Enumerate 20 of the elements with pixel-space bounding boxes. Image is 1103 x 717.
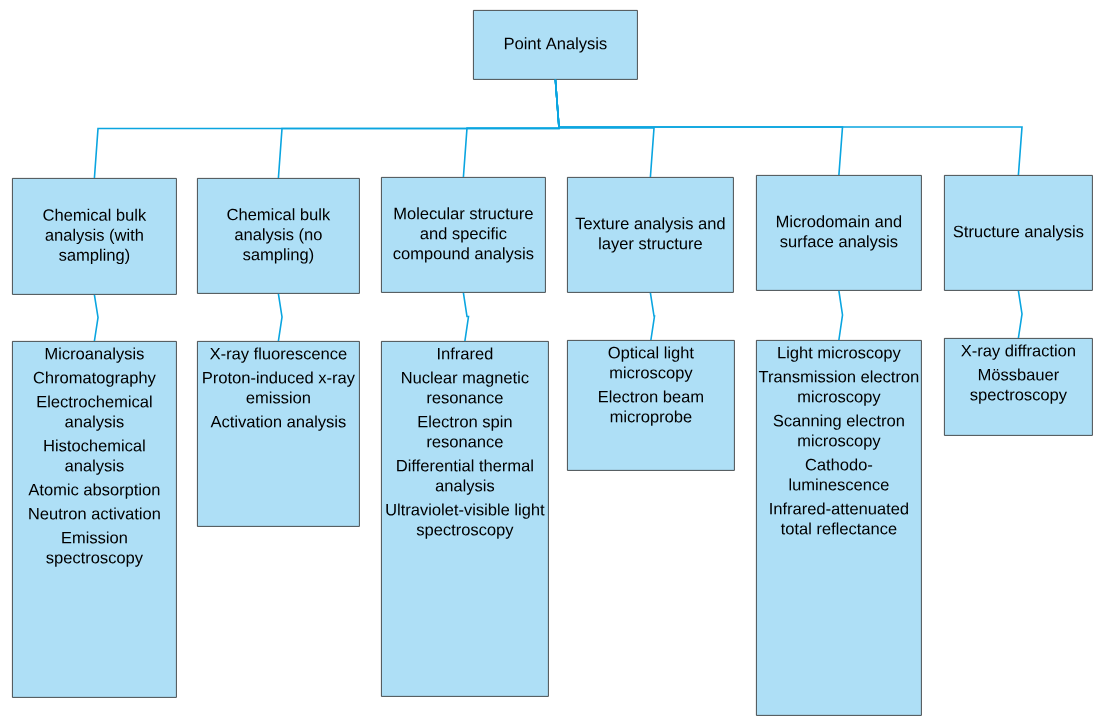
root-box: Point Analysis <box>473 10 638 80</box>
method-list-box: Light microscopy Transmission electron microscopy Scanning electron microscopy Cathodo-luminescence Infrared-attenuated total reflectance <box>756 340 922 716</box>
category-box: Molecular structure and specific compound analysis <box>381 177 546 293</box>
category-box: Chemical bulk analysis (with sampling) <box>12 178 177 295</box>
method-list-box: Microanalysis Chromatography Electrochemical analysis Histochemical analysis Atomic absorption Neutron activation Emission spectroscopy <box>12 341 177 698</box>
method-list-box: Infrared Nuclear magnetic resonance Electron spin resonance Differential thermal analysis Ultraviolet-visible light spectroscopy <box>381 341 549 697</box>
connector-line <box>277 293 283 342</box>
connector-line <box>838 290 844 341</box>
category-box: Microdomain and surface analysis <box>756 175 922 291</box>
category-box: Chemical bulk analysis (no sampling) <box>197 178 360 294</box>
category-box: Texture analysis and layer structure <box>567 177 734 293</box>
connector-line <box>649 292 656 341</box>
category-box: Structure analysis <box>944 175 1093 291</box>
method-list-box: X-ray diffraction Mössbauer spectroscopy <box>944 338 1093 436</box>
method-list-box: X-ray fluorescence Proton-induced x-ray emission Activation analysis <box>197 341 360 527</box>
connector-line <box>93 294 99 342</box>
connector-line <box>554 79 1023 176</box>
connector-line <box>1017 290 1023 339</box>
connector-line <box>462 292 470 342</box>
method-list-box: Optical light microscopy Electron beam microprobe <box>567 340 735 471</box>
